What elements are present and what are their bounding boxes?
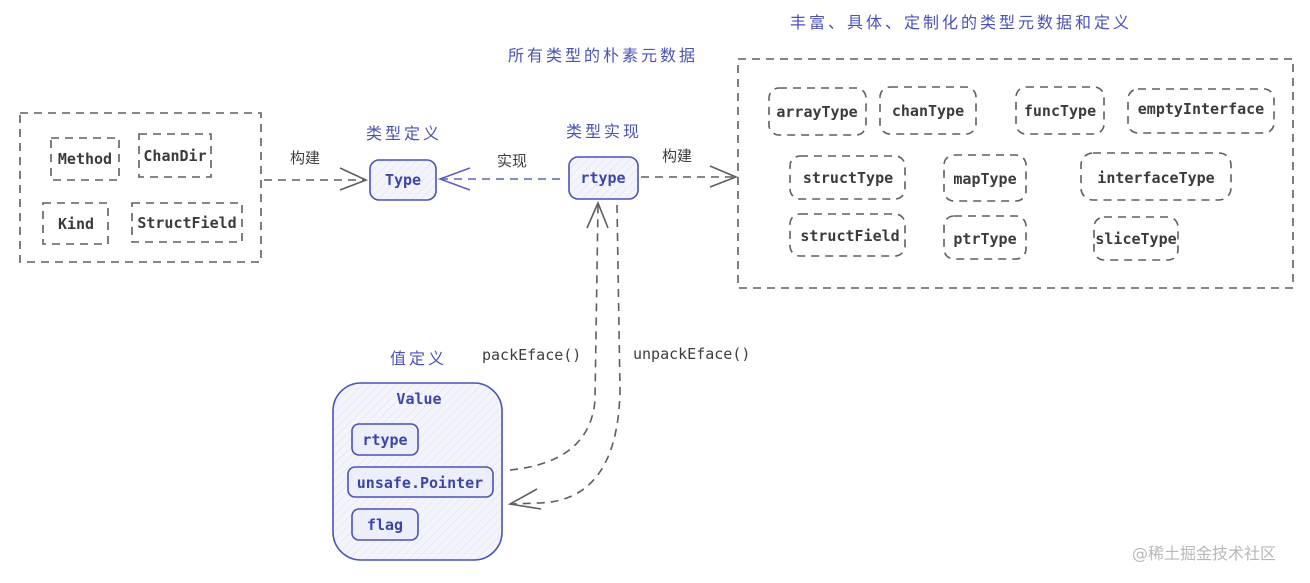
- left-item-kind[interactable]: Kind: [42, 202, 109, 245]
- edge-label-build-left: 构建: [290, 149, 320, 167]
- value-field-rtype[interactable]: rtype: [351, 423, 419, 456]
- right-group: arrayType chanType funcType emptyInterfa…: [737, 58, 1294, 289]
- edge-label-implements: 实现: [497, 152, 527, 170]
- right-item-label: mapType: [953, 170, 1016, 188]
- edge-label-unpack: unpackEface(): [633, 345, 750, 363]
- edge-pack-eface: packEface(): [482, 200, 609, 471]
- right-item-label: structType: [803, 169, 893, 187]
- value-node-title: Value: [396, 390, 441, 408]
- edge-implements: 实现: [437, 152, 566, 191]
- value-field-unsafe-pointer[interactable]: unsafe.Pointer: [347, 466, 494, 498]
- right-item-label: structField: [800, 227, 899, 245]
- value-field-label: unsafe.Pointer: [357, 474, 483, 492]
- right-item-label: emptyInterface: [1138, 100, 1264, 118]
- value-node[interactable]: Value rtype unsafe.Pointer flag: [332, 382, 503, 561]
- title-value-definition: 值定义: [390, 349, 447, 368]
- left-group: Method ChanDir Kind StructField: [19, 112, 262, 263]
- edge-build-right: 构建: [641, 147, 739, 188]
- left-item-chandir[interactable]: ChanDir: [138, 133, 212, 178]
- right-item-maptype[interactable]: mapType: [943, 154, 1027, 202]
- right-item-label: arrayType: [776, 103, 857, 121]
- right-item-label: interfaceType: [1097, 169, 1214, 187]
- right-item-structfield[interactable]: structField: [789, 213, 906, 257]
- right-item-functype[interactable]: funcType: [1015, 86, 1105, 135]
- right-item-structtype[interactable]: structType: [789, 155, 906, 200]
- left-item-method[interactable]: Method: [50, 137, 120, 181]
- left-group-border: [19, 112, 262, 263]
- left-item-label: Method: [58, 150, 112, 168]
- left-item-label: Kind: [58, 215, 94, 233]
- right-item-arraytype[interactable]: arrayType: [768, 87, 867, 136]
- edge-unpack-eface: unpackEface(): [507, 204, 750, 510]
- type-node[interactable]: Type: [369, 159, 437, 201]
- rtype-node[interactable]: rtype: [568, 156, 639, 200]
- title-primitive-metadata: 所有类型的朴素元数据: [508, 46, 698, 65]
- right-item-interfacetype[interactable]: interfaceType: [1080, 152, 1232, 201]
- value-field-flag[interactable]: flag: [351, 508, 419, 541]
- left-item-label: ChanDir: [143, 147, 206, 165]
- right-item-label: chanType: [892, 102, 964, 120]
- title-rich-metadata: 丰富、具体、定制化的类型元数据和定义: [790, 13, 1132, 32]
- left-item-label: StructField: [137, 214, 236, 232]
- right-item-chantype[interactable]: chanType: [879, 86, 977, 135]
- rtype-node-label: rtype: [580, 169, 625, 187]
- left-item-structfield[interactable]: StructField: [131, 202, 243, 243]
- title-type-implementation: 类型实现: [566, 122, 642, 141]
- right-item-label: funcType: [1024, 102, 1096, 120]
- watermark: @稀土掘金技术社区: [1132, 544, 1276, 563]
- value-field-label: flag: [367, 516, 403, 534]
- right-item-label: ptrType: [953, 230, 1016, 248]
- right-item-emptyinterface[interactable]: emptyInterface: [1127, 88, 1275, 134]
- type-node-label: Type: [385, 171, 421, 189]
- edge-label-pack: packEface(): [482, 346, 581, 364]
- edge-label-build-right: 构建: [662, 147, 692, 165]
- right-item-label: sliceType: [1095, 230, 1176, 248]
- title-type-definition: 类型定义: [366, 124, 442, 143]
- right-item-ptrtype[interactable]: ptrType: [943, 215, 1027, 260]
- right-item-slicetype[interactable]: sliceType: [1093, 216, 1179, 261]
- value-field-label: rtype: [362, 431, 407, 449]
- edge-build-left: 构建: [264, 149, 369, 191]
